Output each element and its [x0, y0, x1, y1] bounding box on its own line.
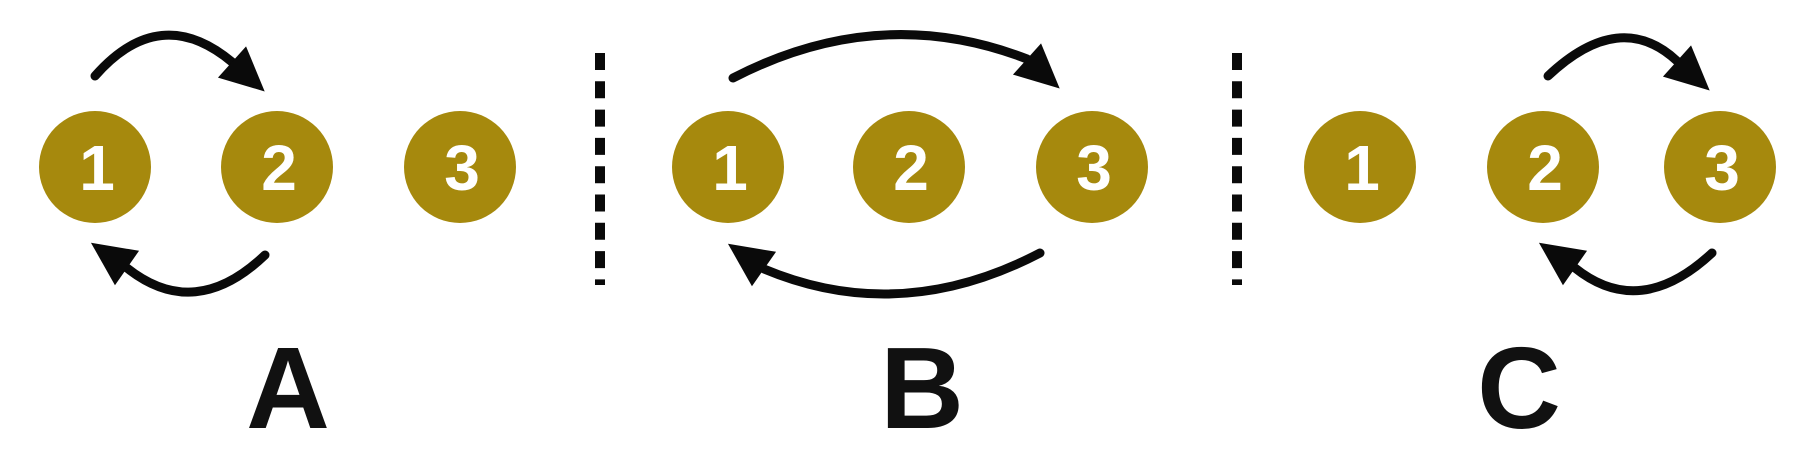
node-label-1: 1 — [1344, 132, 1380, 204]
panel-a: 1 2 3 A — [39, 30, 516, 453]
arrow-3-to-2 — [1538, 242, 1717, 296]
arrow-1-to-3 — [728, 30, 1060, 89]
arrow-1-to-2-arc — [90, 30, 237, 81]
node-circle-2 — [853, 111, 965, 223]
node-circle-1 — [1304, 111, 1416, 223]
node-label-3: 3 — [444, 132, 480, 204]
node-label-2: 2 — [893, 132, 929, 204]
panel-a-label: A — [246, 323, 330, 453]
panel-b: 1 2 3 B — [672, 30, 1148, 453]
arrowhead-left-icon — [727, 243, 777, 287]
node-circle-1 — [672, 111, 784, 223]
panel-c-label: C — [1477, 323, 1561, 453]
arrow-3-to-1-arc — [759, 248, 1045, 299]
node-label-2: 2 — [261, 132, 297, 204]
arrow-2-to-1-arc — [122, 250, 270, 297]
arrow-3-to-1 — [727, 243, 1045, 299]
arrowhead-right-icon — [1662, 45, 1710, 91]
panel-b-label: B — [880, 323, 964, 453]
arrow-2-to-3-arc — [1543, 33, 1682, 81]
arrow-1-to-2 — [90, 30, 265, 92]
arrowhead-right-icon — [1012, 43, 1060, 89]
node-circle-2 — [221, 111, 333, 223]
arrowhead-left-icon — [1538, 242, 1588, 286]
arrow-2-to-1 — [90, 242, 270, 297]
node-circle-3 — [1664, 111, 1776, 223]
node-circle-3 — [1036, 111, 1148, 223]
node-label-2: 2 — [1527, 132, 1563, 204]
arrow-1-to-3-arc — [728, 30, 1032, 83]
arrowhead-right-icon — [217, 46, 265, 92]
node-circle-1 — [39, 111, 151, 223]
arrow-3-to-2-arc — [1570, 248, 1717, 296]
node-circle-3 — [404, 111, 516, 223]
node-circle-2 — [1487, 111, 1599, 223]
node-label-1: 1 — [712, 132, 748, 204]
node-label-3: 3 — [1076, 132, 1112, 204]
arrowhead-left-icon — [90, 242, 140, 286]
arrow-2-to-3 — [1543, 33, 1710, 91]
node-label-3: 3 — [1704, 132, 1740, 204]
node-label-1: 1 — [79, 132, 115, 204]
panel-c: 1 2 3 C — [1304, 33, 1776, 453]
